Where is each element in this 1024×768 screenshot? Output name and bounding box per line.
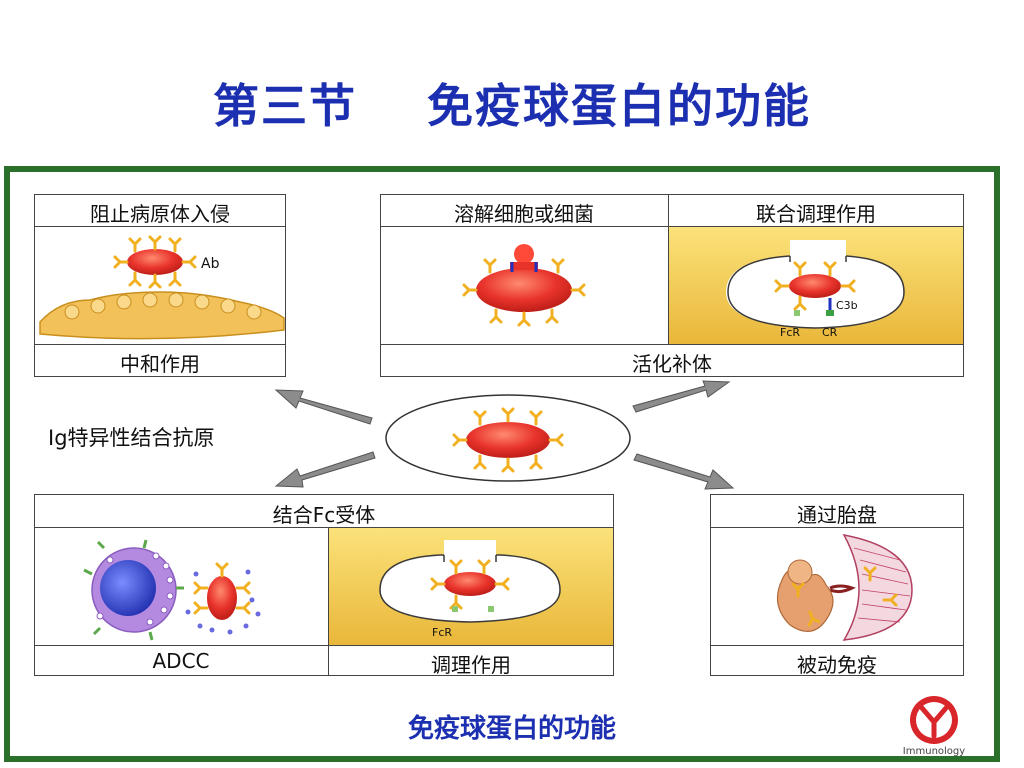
fc-receptors	[83, 539, 184, 641]
divider	[668, 194, 669, 344]
neutralization-header: 阻止病原体入侵	[90, 202, 230, 226]
fcr-label: FcR	[780, 326, 800, 339]
divider	[34, 645, 614, 646]
divider	[34, 344, 286, 345]
central-antigen	[385, 394, 631, 482]
arrow-down-right	[633, 453, 735, 490]
immunology-logo	[910, 696, 958, 744]
slide-title-section: 第三节	[213, 79, 357, 133]
adcc-footer: ADCC	[152, 649, 210, 673]
placenta-footer: 被动免疫	[797, 653, 877, 677]
target-cell	[476, 268, 572, 312]
placenta-illustration	[776, 533, 913, 641]
divider	[328, 527, 329, 676]
target-cell	[789, 274, 841, 298]
complement-lysis-header: 溶解细胞或细菌	[454, 202, 594, 226]
divider	[380, 344, 964, 345]
slide-title: 第三节 免疫球蛋白的功能	[0, 70, 1024, 136]
divider	[34, 527, 614, 528]
divider	[380, 226, 964, 227]
divider	[34, 226, 286, 227]
opsonization-footer: 调理作用	[431, 653, 511, 677]
placenta-header: 通过胎盘	[797, 503, 877, 527]
complement-footer: 活化补体	[632, 352, 712, 376]
fc-receptor-header: 结合Fc受体	[272, 503, 376, 527]
antigen-cell	[127, 249, 183, 275]
lysis-illustration	[462, 244, 586, 327]
arrows	[274, 380, 735, 490]
antibody-label: Ab	[201, 256, 220, 272]
arrow-down-left	[274, 451, 376, 488]
fc-opsonization-illustration: FcR	[329, 528, 613, 645]
antigen-cell	[466, 422, 550, 458]
logo-text: Immunology	[902, 746, 966, 757]
neutralization-illustration: Ab	[39, 235, 285, 340]
footer-title: 免疫球蛋白的功能	[407, 714, 616, 744]
complement-bubble	[514, 244, 534, 264]
complement-opsonization-header: 联合调理作用	[756, 202, 876, 226]
epithelium	[39, 291, 285, 340]
cr-label: CR	[822, 326, 838, 339]
arrow-up-left	[274, 389, 373, 425]
placenta	[842, 533, 913, 641]
target-cell	[207, 576, 237, 620]
nucleus	[100, 560, 156, 616]
fetus	[776, 568, 834, 632]
opsonization-complement-illustration: C3b FcR CR	[669, 227, 963, 344]
target-cell	[444, 572, 496, 596]
divider	[710, 527, 964, 528]
neutralization-footer: 中和作用	[120, 352, 200, 376]
arrow-up-right	[632, 380, 731, 413]
adcc-illustration	[83, 539, 261, 641]
center-label: Ig特异性结合抗原	[48, 426, 215, 450]
slide-title-topic: 免疫球蛋白的功能	[427, 79, 811, 133]
fcr-label: FcR	[432, 626, 452, 639]
divider	[710, 645, 964, 646]
c3b-label: C3b	[836, 299, 858, 312]
